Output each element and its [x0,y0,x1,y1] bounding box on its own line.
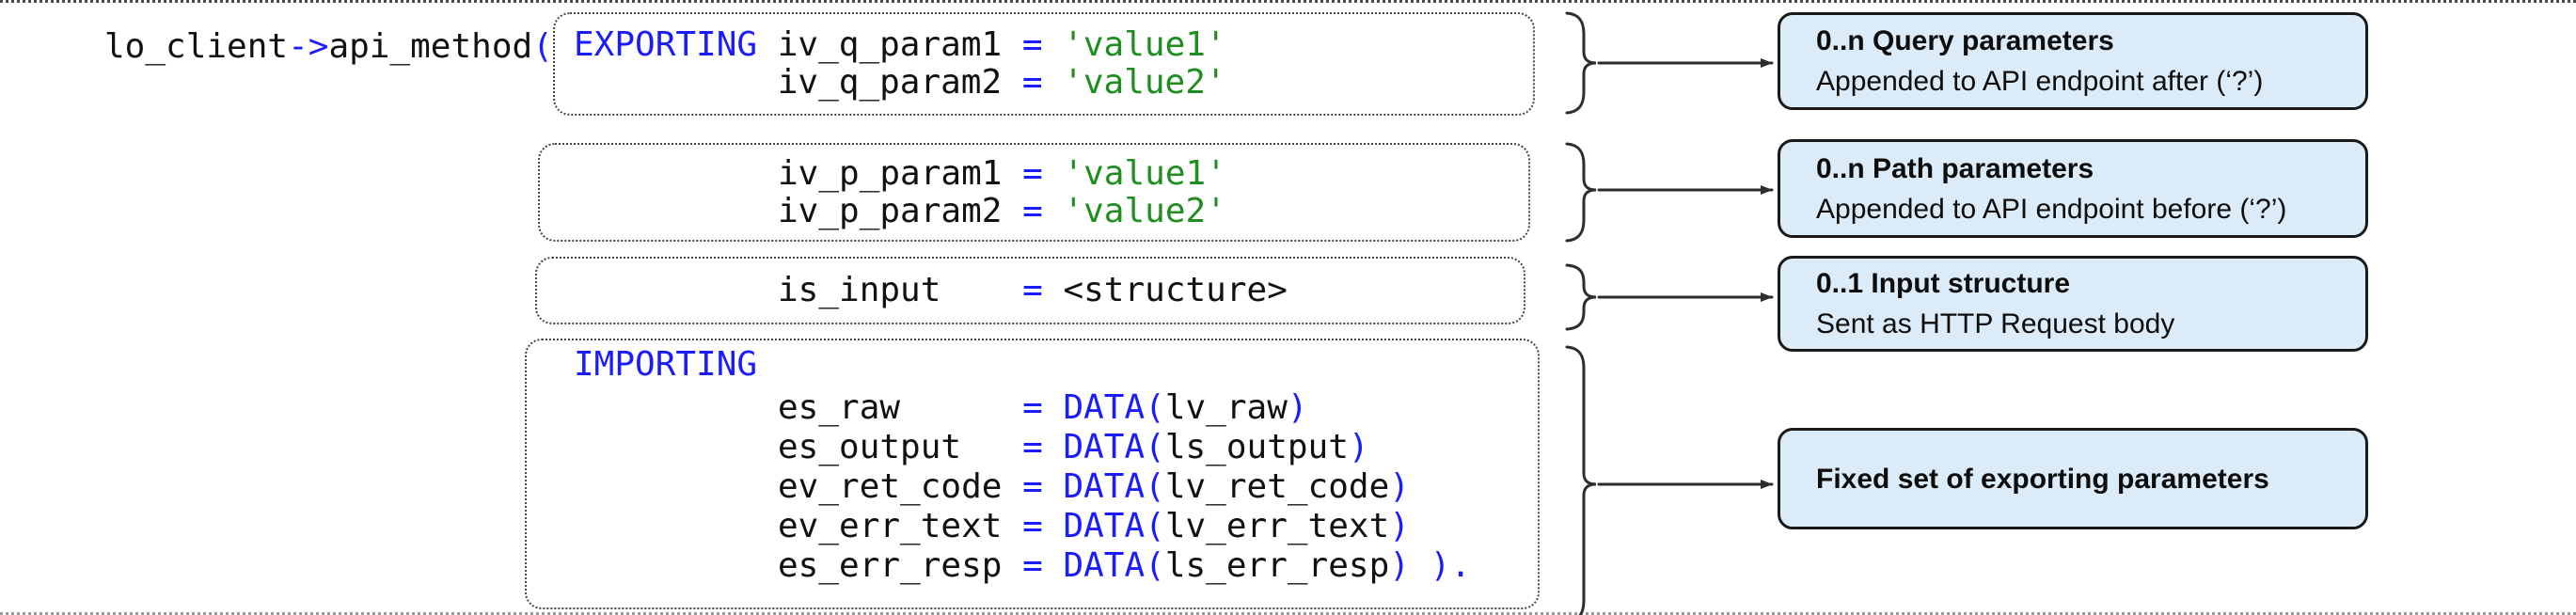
code-open-paren: ( [532,27,553,66]
equals-operator: = [1022,271,1064,309]
callout-title: 0..1 Input structure [1816,268,2071,299]
equals-operator: = [1021,63,1064,102]
close-paren: ) [1389,507,1410,545]
code-box-input-structure: is_input = <structure> [535,257,1525,324]
code-box-query-params: EXPORTING iv_q_param1 = 'value1' iv_q_pa… [553,12,1535,116]
code-line: es_err_resp = DATA(ls_err_resp) ). [778,546,1538,586]
close-paren: ) [1389,467,1410,506]
callout-title: 0..n Path parameters [1816,152,2094,184]
code-line: ev_ret_code = DATA(lv_ret_code) [778,467,1538,507]
code-object-name: lo_client [104,27,289,66]
close-paren: ) [1287,388,1308,427]
close-paren: ) [1348,428,1369,466]
brace-connector-path [1565,142,1597,243]
variable-name: lv_raw [1164,388,1288,427]
code-line: ev_err_text = DATA(lv_err_text) [778,507,1538,546]
equals-operator: = [1021,25,1064,64]
brace-connector-input [1565,263,1597,331]
code-method-name: api_method [328,27,533,66]
callout-exporting-params: Fixed set of exporting parameters [1778,428,2368,529]
code-box-path-params: iv_p_param1 = 'value1'iv_p_param2 = 'val… [538,143,1530,242]
data-keyword: DATA( [1063,467,1165,506]
data-keyword: DATA( [1063,507,1165,545]
variable-name: ls_output [1164,428,1349,466]
callout-query-params: 0..n Query parameters Appended to API en… [1778,12,2368,110]
code-line: iv_p_param2 = 'value2' [778,191,1528,230]
code-box-importing-params: IMPORTING es_raw = DATA(lv_raw)es_output… [525,339,1540,609]
string-literal: 'value2' [1063,63,1226,102]
cropped-dotted-border-bottom [0,612,2576,615]
close-paren-and-statement-end: ) ). [1389,546,1471,585]
param-name: is_input [778,271,1023,309]
cropped-dotted-border-top [0,0,2576,3]
string-literal: 'value1' [1063,25,1226,64]
callout-subtitle: Appended to API endpoint before (‘?’) [1816,193,2287,225]
callout-path-params: 0..n Path parameters Appended to API end… [1778,139,2368,238]
code-line: is_input = <structure> [778,272,1524,309]
callout-title: Fixed set of exporting parameters [1816,463,2269,495]
callout-subtitle: Appended to API endpoint after (‘?’) [1816,66,2264,97]
code-invocation: lo_client->api_method( [104,28,553,66]
data-keyword: DATA( [1063,546,1165,585]
structure-placeholder: <structure> [1063,271,1288,309]
code-line: iv_p_param1 = 'value1' [778,153,1528,193]
equals-operator: = [1022,388,1064,427]
code-line: es_output = DATA(ls_output) [778,428,1538,467]
equals-operator: = [1022,546,1064,585]
keyword-exporting: EXPORTING [574,25,778,64]
callout-subtitle: Sent as HTTP Request body [1816,308,2175,339]
data-keyword: DATA( [1063,428,1165,466]
string-literal: 'value2' [1063,191,1226,230]
param-name: iv_q_param1 [777,25,1022,64]
brace-connector-exporting [1565,345,1597,615]
code-group-query: EXPORTING iv_q_param1 = 'value1' iv_q_pa… [574,26,1533,102]
code-line: IMPORTING [574,346,1538,384]
param-name: es_output [778,428,1023,466]
variable-name: lv_ret_code [1164,467,1390,506]
code-line: EXPORTING iv_q_param1 = 'value1' [574,26,1533,64]
callout-title: 0..n Query parameters [1816,25,2114,56]
variable-name: lv_err_text [1164,507,1390,545]
data-keyword: DATA( [1063,388,1165,427]
param-name: es_err_resp [778,546,1023,585]
param-name: iv_p_param2 [778,191,1023,230]
equals-operator: = [1022,467,1064,506]
param-name: iv_q_param2 [574,63,1022,102]
equals-operator: = [1022,428,1064,466]
param-name: ev_ret_code [778,467,1023,506]
code-group-path: iv_p_param1 = 'value1'iv_p_param2 = 'val… [778,153,1528,230]
keyword-importing: IMPORTING [574,345,758,384]
equals-operator: = [1022,507,1064,545]
equals-operator: = [1022,191,1064,230]
param-name: es_raw [778,388,1023,427]
code-line: es_raw = DATA(lv_raw) [778,388,1538,428]
equals-operator: = [1022,153,1064,193]
string-literal: 'value1' [1063,153,1226,193]
callout-input-structure: 0..1 Input structure Sent as HTTP Reques… [1778,256,2368,352]
code-arrow-operator: -> [288,27,329,66]
param-name: ev_err_text [778,507,1023,545]
code-group-input: is_input = <structure> [778,272,1524,309]
code-line: iv_q_param2 = 'value2' [574,64,1533,102]
code-group-importing: es_raw = DATA(lv_raw)es_output = DATA(ls… [778,388,1538,586]
variable-name: ls_err_resp [1164,546,1390,585]
brace-connector-query [1565,11,1597,115]
param-name: iv_p_param1 [778,153,1023,193]
